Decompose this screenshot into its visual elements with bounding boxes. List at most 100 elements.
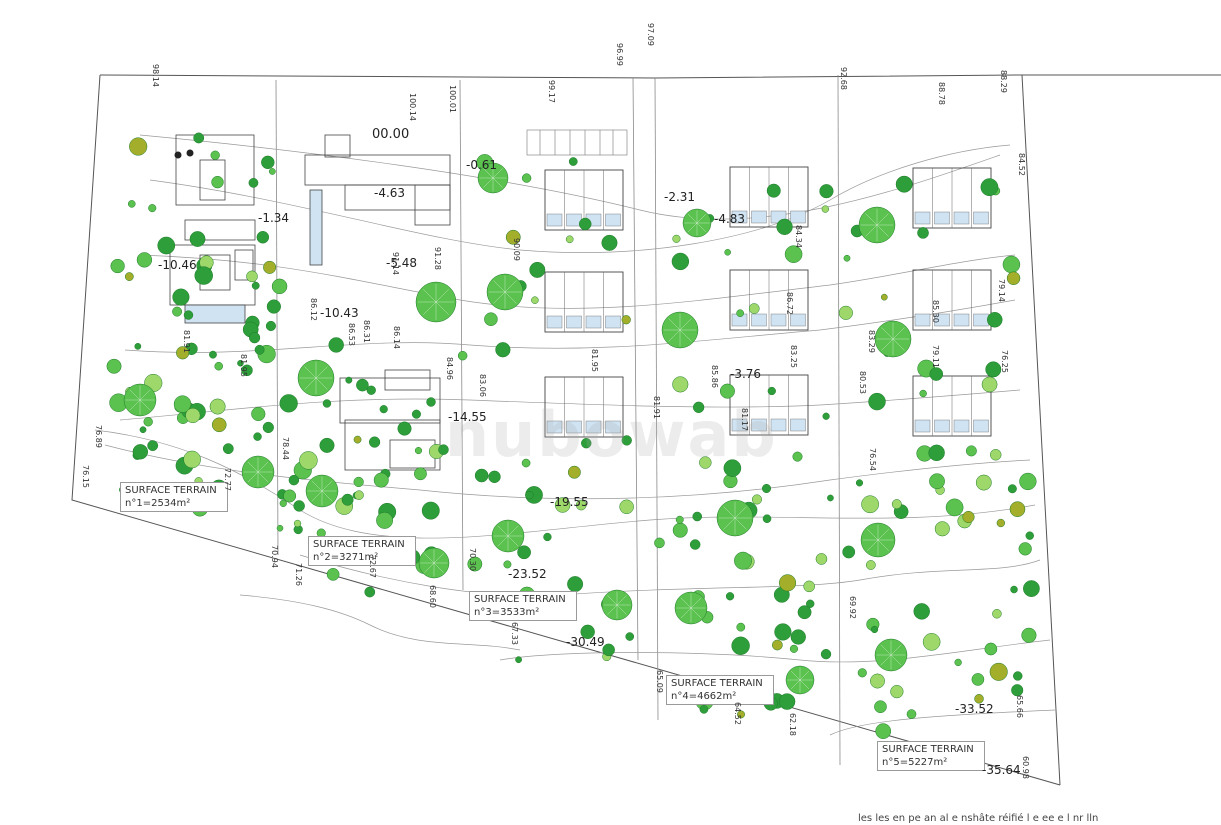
tree-symbol	[815, 553, 828, 565]
tree-symbol	[305, 474, 339, 508]
tree-symbol	[692, 511, 703, 522]
elevation-label: -2.31	[664, 190, 696, 204]
tree-symbol	[222, 443, 234, 455]
tree-symbol	[778, 693, 796, 710]
tree-symbol	[724, 249, 731, 256]
tree-symbol	[731, 636, 750, 655]
tree-symbol	[211, 417, 227, 433]
footnote-text: les les en pe an al e nshâte réifié l e …	[858, 813, 1099, 824]
tree-symbol	[922, 633, 941, 651]
tree-symbol	[132, 444, 149, 460]
spot-height: 84.52	[1017, 153, 1026, 176]
tree-symbol	[543, 532, 552, 542]
tree-symbol	[148, 204, 157, 213]
tree-symbol	[625, 632, 635, 641]
spot-height: 68.60	[428, 585, 437, 608]
tree-symbol	[319, 437, 335, 453]
tree-symbol	[761, 483, 772, 494]
spot-height: 88.78	[937, 82, 946, 105]
tree-symbol	[779, 574, 797, 592]
tree-symbol	[689, 539, 701, 550]
tree-symbol	[354, 490, 364, 500]
spot-height: 86.14	[392, 326, 401, 349]
tree-symbol	[246, 270, 258, 283]
spot-height: 70.30	[468, 548, 477, 571]
tree-symbol	[784, 245, 803, 263]
spot-height: 60.98	[1021, 756, 1030, 779]
tree-symbol	[353, 435, 362, 444]
tree-symbol	[353, 476, 364, 488]
tree-symbol	[110, 258, 125, 274]
tree-symbol	[772, 639, 783, 651]
townhouse-block	[912, 375, 992, 437]
tree-symbol	[299, 451, 318, 470]
tree-symbol	[827, 494, 834, 502]
tree-symbol	[601, 589, 633, 621]
tree-symbol	[672, 234, 681, 243]
tree-symbol	[822, 412, 830, 420]
tree-symbol	[716, 499, 754, 537]
tree-symbol	[293, 519, 302, 528]
tree-symbol	[790, 629, 806, 645]
tree-symbol	[356, 378, 369, 392]
spot-height: 85.30	[931, 300, 940, 323]
tree-symbol	[288, 474, 300, 486]
spot-height: 80.53	[858, 371, 867, 394]
elevation-label: 00.00	[372, 127, 410, 142]
spot-height: 65.66	[1015, 695, 1024, 718]
surface-title: SURFACE TERRAIN	[671, 678, 763, 689]
spot-height: 83.06	[478, 374, 487, 397]
tree-symbol	[891, 499, 902, 510]
tree-symbol	[875, 723, 892, 739]
tree-symbol	[895, 175, 913, 193]
tree-symbol	[276, 524, 284, 532]
tree-symbol	[414, 447, 423, 455]
tree-symbol	[505, 229, 521, 245]
spot-height: 90.09	[512, 238, 521, 261]
tree-symbol	[737, 710, 745, 719]
tree-symbol	[265, 320, 276, 332]
tree-symbol	[857, 668, 867, 678]
tree-symbol	[682, 208, 712, 238]
tree-symbol	[806, 599, 815, 608]
elevation-label: -33.52	[955, 702, 994, 716]
townhouse-block	[729, 269, 809, 331]
lot-lines	[275, 74, 841, 766]
spot-height: 72.67	[368, 555, 377, 578]
tree-symbol	[962, 510, 975, 524]
tree-symbol	[699, 705, 709, 714]
tree-symbol	[328, 337, 344, 353]
tree-symbol	[890, 684, 904, 699]
tree-symbol	[874, 700, 887, 714]
tree-symbol	[210, 150, 220, 160]
tree-symbol	[1018, 542, 1032, 556]
elevation-label: -4.63	[374, 186, 406, 200]
tree-symbol	[842, 545, 856, 559]
tree-symbol	[176, 346, 190, 360]
tree-symbol	[981, 376, 998, 393]
tree-symbol	[521, 458, 531, 468]
tree-symbol	[919, 389, 927, 398]
tree-symbol	[474, 468, 489, 483]
tree-symbol	[261, 155, 275, 170]
tree-symbol	[792, 451, 803, 462]
spot-height: 100.01	[448, 85, 457, 113]
surface-area: n°1=2534m²	[125, 498, 191, 509]
tree-symbol	[762, 514, 772, 524]
tree-symbol	[601, 234, 618, 251]
tree-symbol	[248, 178, 259, 188]
tree-symbol	[1019, 472, 1037, 491]
spot-height: 69.92	[848, 596, 857, 619]
tree-symbol	[279, 394, 298, 413]
tree-symbol	[256, 231, 270, 244]
tree-symbol	[262, 421, 274, 434]
tree-symbol	[1023, 580, 1040, 597]
spot-height: 83.25	[789, 345, 798, 368]
tree-symbol	[661, 311, 699, 349]
tree-symbol	[209, 398, 226, 415]
tree-symbol	[254, 344, 265, 355]
tree-symbol	[568, 157, 578, 166]
townhouse-blocks	[544, 166, 992, 438]
spot-height: 88.29	[999, 70, 1008, 93]
tree-symbol	[621, 435, 632, 446]
